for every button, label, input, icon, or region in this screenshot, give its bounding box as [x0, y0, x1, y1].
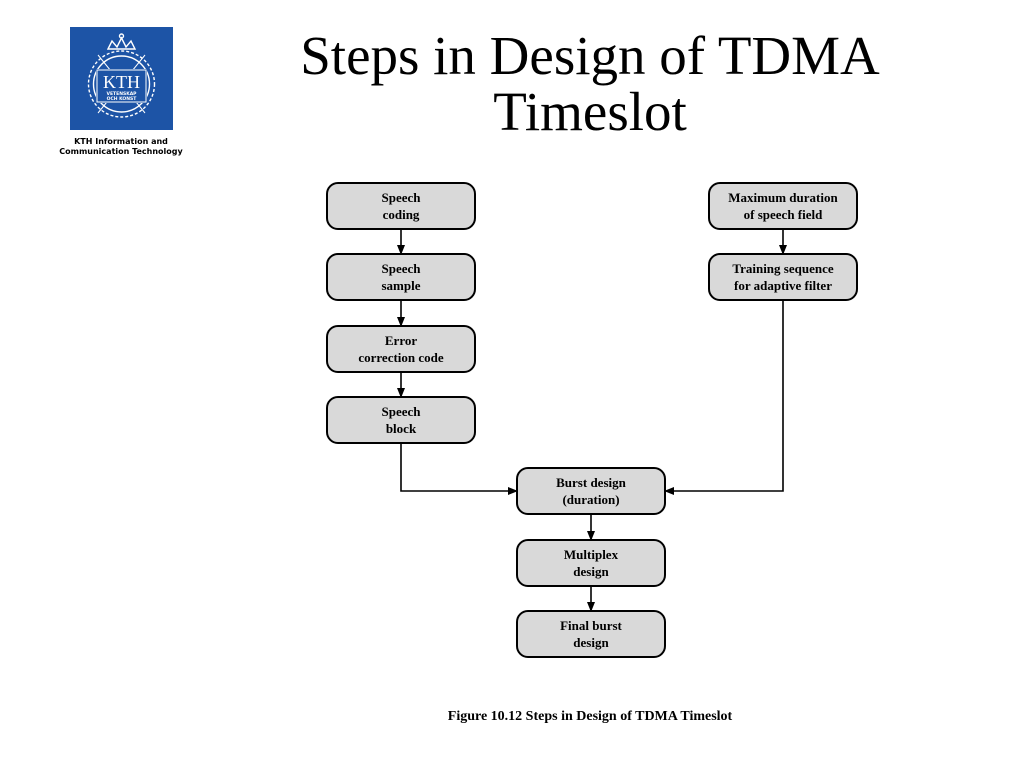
node-label-line: (duration) [562, 492, 619, 507]
node-label-line: Maximum duration [728, 190, 838, 205]
logo-caption-line-2: Communication Technology [59, 147, 183, 156]
slide-title: Steps in Design of TDMA Timeslot [230, 28, 950, 140]
node-error-correction-code: Error correction code [326, 325, 476, 373]
kth-logo: KTH VETENSKAP OCH KONST [70, 27, 173, 130]
node-label-line: design [573, 635, 609, 650]
node-box [326, 396, 476, 444]
node-label-line: coding [383, 207, 420, 222]
node-label-line: Speech [382, 190, 422, 205]
node-multiplex-design: Multiplex design [516, 539, 666, 587]
node-label-line: Speech [382, 261, 422, 276]
node-speech-coding: Speech coding [326, 182, 476, 230]
svg-text:KTH: KTH [103, 72, 140, 92]
node-box [516, 467, 666, 515]
node-label-line: correction code [358, 350, 444, 365]
edge-speech-block-to-burst-design [400, 443, 518, 495]
flowchart-nodes: SpeechcodingSpeechsampleErrorcorrection … [326, 182, 858, 658]
node-label-line: Speech [382, 404, 422, 419]
logo-caption: KTH Information and Communication Techno… [30, 137, 212, 157]
edge-training-sequence-to-burst-design [664, 300, 784, 495]
node-label-line: for adaptive filter [734, 278, 832, 293]
node-box [326, 182, 476, 230]
slide-title-line-1: Steps in Design of TDMA [300, 25, 880, 86]
svg-text:OCH KONST: OCH KONST [107, 96, 138, 102]
kth-crest-icon: KTH VETENSKAP OCH KONST [87, 33, 156, 118]
node-label-line: Burst design [556, 475, 626, 490]
node-box [326, 253, 476, 301]
svg-text:VETENSKAP: VETENSKAP [107, 91, 138, 97]
node-box [708, 182, 858, 230]
flowchart-edges [397, 229, 787, 612]
node-label-line: Error [385, 333, 417, 348]
node-training-sequence: Training sequence for adaptive filter [708, 253, 858, 301]
node-label-line: design [573, 564, 609, 579]
node-label-line: sample [382, 278, 421, 293]
node-label-line: Training sequence [732, 261, 833, 276]
node-speech-block: Speech block [326, 396, 476, 444]
node-box [326, 325, 476, 373]
node-label-line: Multiplex [564, 547, 619, 562]
node-speech-sample: Speech sample [326, 253, 476, 301]
node-label-line: Final burst [560, 618, 622, 633]
slide-title-line-2: Timeslot [493, 81, 687, 142]
node-label-line: block [386, 421, 417, 436]
node-box [516, 610, 666, 658]
node-final-burst-design: Final burst design [516, 610, 666, 658]
node-box [708, 253, 858, 301]
logo-caption-line-1: KTH Information and [74, 137, 168, 146]
figure-caption: Figure 10.12 Steps in Design of TDMA Tim… [447, 709, 733, 724]
node-label-line: of speech field [744, 207, 823, 222]
node-box [516, 539, 666, 587]
node-max-duration-speech-field: Maximum duration of speech field [708, 182, 858, 230]
node-burst-design: Burst design (duration) [516, 467, 666, 515]
